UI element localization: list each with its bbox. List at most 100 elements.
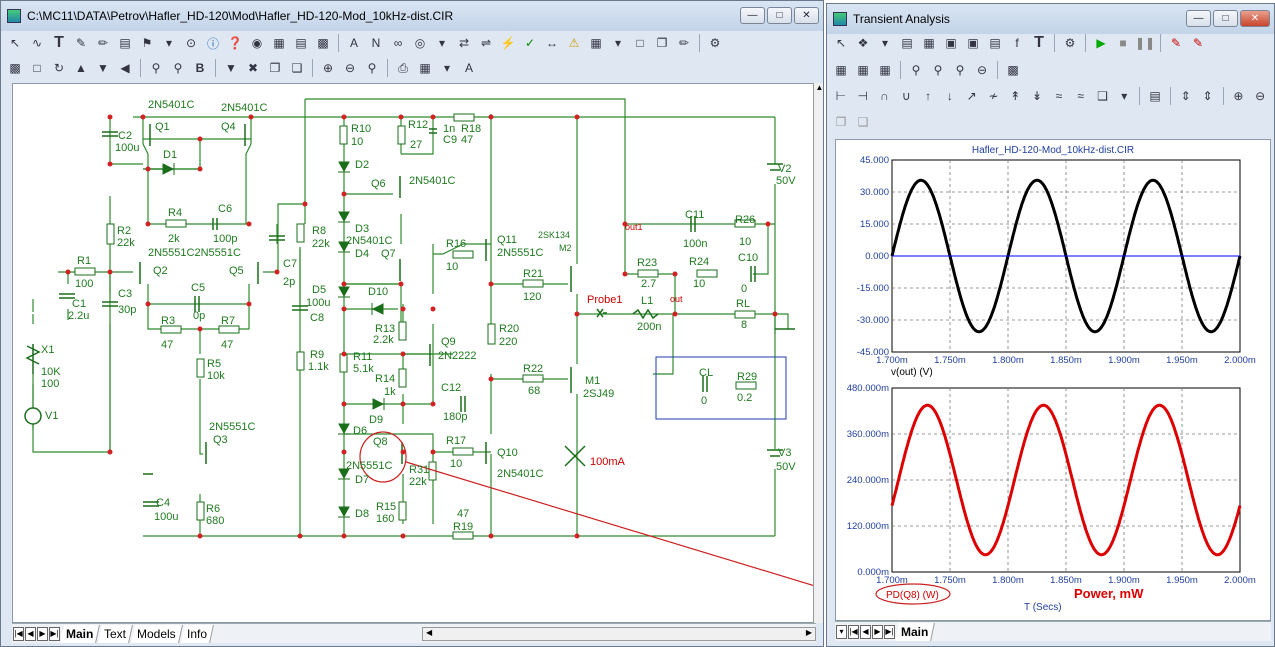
tab-main[interactable]: Main [60, 624, 101, 643]
fit2-icon[interactable]: ⇕ [1202, 89, 1213, 103]
box-icon[interactable]: □ [33, 61, 41, 75]
maximize-button[interactable]: □ [767, 7, 792, 24]
zoom-region-icon[interactable]: ⚲ [911, 63, 921, 77]
flag-tool-icon[interactable]: ⚑ [141, 36, 153, 50]
graph-func-icon[interactable]: f [1015, 36, 1019, 50]
cursor-left-icon[interactable]: ⊢ [835, 89, 847, 103]
close-button[interactable]: ✕ [794, 7, 819, 24]
flip-icon[interactable]: ▼ [97, 61, 109, 75]
plot-grid2-icon[interactable]: ▦ [857, 63, 869, 77]
arrows-icon[interactable]: ↔ [546, 36, 558, 50]
low-icon[interactable]: ↓ [946, 89, 953, 103]
analysis-titlebar[interactable]: Transient Analysis — □ ✕ [827, 4, 1274, 34]
prev-sim-icon[interactable]: ≈ [1077, 89, 1084, 103]
dropdown-icon-2[interactable]: ▾ [438, 36, 446, 50]
analysis-close-button[interactable]: ✕ [1240, 10, 1270, 27]
page-icon[interactable]: □ [636, 36, 644, 50]
analysis-menu-tab-button[interactable]: ▾ [836, 624, 847, 639]
graph-zoom-icon[interactable]: ▣ [945, 36, 957, 50]
prev-tab-button[interactable]: ◀ [25, 626, 36, 641]
analysis-zoom-out-icon[interactable]: ⊖ [1255, 89, 1266, 103]
analysis-paste2-icon[interactable]: ❑ [857, 115, 869, 129]
analysis-select-icon[interactable]: ↖ [835, 36, 847, 50]
analysis-properties-icon[interactable]: ⚙ [1064, 36, 1076, 50]
warning-icon[interactable]: ⚠ [568, 36, 580, 50]
current-icon[interactable]: ⇄ [458, 36, 470, 50]
scroll-right-arrow[interactable]: ▶ [805, 627, 813, 637]
analysis-maximize-button[interactable]: □ [1213, 10, 1238, 27]
dropdown-icon-4[interactable]: ▾ [443, 61, 451, 75]
info-icon[interactable]: ⓘ [206, 36, 219, 51]
component-tool-icon[interactable]: ▤ [119, 36, 131, 50]
zoom-fit-icon[interactable]: ⚲ [367, 61, 377, 75]
high-icon[interactable]: ↑ [925, 89, 932, 103]
valley-icon[interactable]: ∪ [901, 89, 911, 103]
analysis-text-icon[interactable]: T [1034, 34, 1044, 51]
dropdown-icon-3[interactable]: ▾ [614, 36, 622, 50]
select-region-icon[interactable]: ▩ [9, 61, 21, 75]
copy-icon[interactable]: ❐ [269, 61, 281, 75]
select-tool-icon[interactable]: ↖ [9, 36, 21, 50]
graph-grid-icon[interactable]: ▦ [923, 36, 935, 50]
node-voltage-icon[interactable]: ∞ [393, 36, 403, 50]
pause-icon[interactable]: ❚❚ [1134, 36, 1156, 50]
lightning-icon[interactable]: ⚡ [500, 36, 516, 50]
power-icon[interactable]: ⇌ [480, 36, 492, 50]
schematic-titlebar[interactable]: C:\MC11\DATA\Petrov\Hafler_HD-120\Mod\Ha… [1, 1, 823, 31]
cursor-right-icon[interactable]: ⊣ [857, 89, 868, 103]
inflection-icon[interactable]: ≁ [988, 89, 999, 103]
tab-text[interactable]: Text [98, 624, 134, 643]
analysis-scroll-icon[interactable]: ❖ [857, 36, 869, 50]
pen-tool-icon[interactable]: ✎ [75, 36, 87, 50]
stop-run-icon[interactable]: ■ [1119, 36, 1127, 50]
grid-text-icon[interactable]: ▦ [273, 36, 285, 50]
dropdown-icon-5[interactable]: ▾ [881, 36, 889, 50]
graph-scale-icon[interactable]: ▤ [989, 36, 1001, 50]
link-tool-icon[interactable]: ⊙ [185, 36, 197, 50]
scroll-up-arrow[interactable]: ▲ [815, 83, 824, 92]
plot-props-icon[interactable]: ▩ [1007, 63, 1019, 77]
wire-tool-icon[interactable]: ∿ [31, 36, 43, 50]
zoom-reset-icon[interactable]: ⊖ [976, 63, 988, 77]
analysis-paste-icon[interactable]: ❑ [1097, 89, 1108, 103]
help-icon[interactable]: ❓ [227, 36, 243, 50]
stop-icon[interactable]: ✖ [247, 61, 259, 75]
analysis-minimize-button[interactable]: — [1186, 10, 1211, 27]
slope-icon[interactable]: ↗ [966, 89, 977, 103]
global-high-icon[interactable]: ↟ [1010, 89, 1021, 103]
layout-icon[interactable]: ▦ [419, 61, 431, 75]
horizontal-scrollbar[interactable]: ◀ ▶ [422, 626, 816, 641]
find-icon[interactable]: ⚲ [151, 61, 161, 75]
graph-box-icon[interactable]: ▤ [901, 36, 913, 50]
next-sim-icon[interactable]: ≈ [1055, 89, 1063, 103]
pin-icon[interactable]: ◎ [414, 36, 426, 50]
rotate-icon[interactable]: ↻ [53, 61, 65, 75]
table-icon[interactable]: ▤ [295, 36, 307, 50]
probe-icon[interactable]: ✎ [1170, 36, 1182, 50]
zoom-out-icon[interactable]: ⊖ [344, 61, 356, 75]
flip-h-icon[interactable]: ◀ [120, 61, 130, 75]
grid-icon[interactable]: ▦ [590, 36, 602, 50]
mirror-icon[interactable]: ▲ [75, 61, 87, 75]
settings-icon[interactable]: ⚙ [709, 36, 721, 50]
page-copy-icon[interactable]: ❐ [656, 36, 668, 50]
zoom-x-icon[interactable]: ⚲ [933, 63, 943, 77]
dropdown-icon[interactable]: ▾ [165, 36, 173, 50]
print-icon[interactable]: ⎙ [398, 60, 408, 75]
analysis-first-tab-button[interactable]: |◀ [848, 624, 859, 639]
paste-icon[interactable]: ❑ [291, 61, 303, 75]
dropdown-icon-6[interactable]: ▾ [1121, 89, 1128, 103]
analysis-last-tab-button[interactable]: ▶| [884, 624, 895, 639]
next-tab-button[interactable]: ▶ [37, 626, 48, 641]
check-icon[interactable]: ✓ [524, 36, 536, 50]
analysis-prev-tab-button[interactable]: ◀ [860, 624, 871, 639]
run-icon[interactable]: ▶ [1096, 36, 1106, 50]
zoom-y-icon[interactable]: ⚲ [955, 63, 965, 77]
brush-tool-icon[interactable]: ✏ [97, 36, 109, 50]
plot-grid3-icon[interactable]: ▦ [879, 63, 891, 77]
tab-models[interactable]: Models [131, 624, 183, 643]
last-tab-button[interactable]: ▶| [49, 626, 60, 641]
zoom-in-icon[interactable]: ⊕ [322, 61, 334, 75]
properties-icon[interactable]: ▩ [317, 36, 329, 50]
